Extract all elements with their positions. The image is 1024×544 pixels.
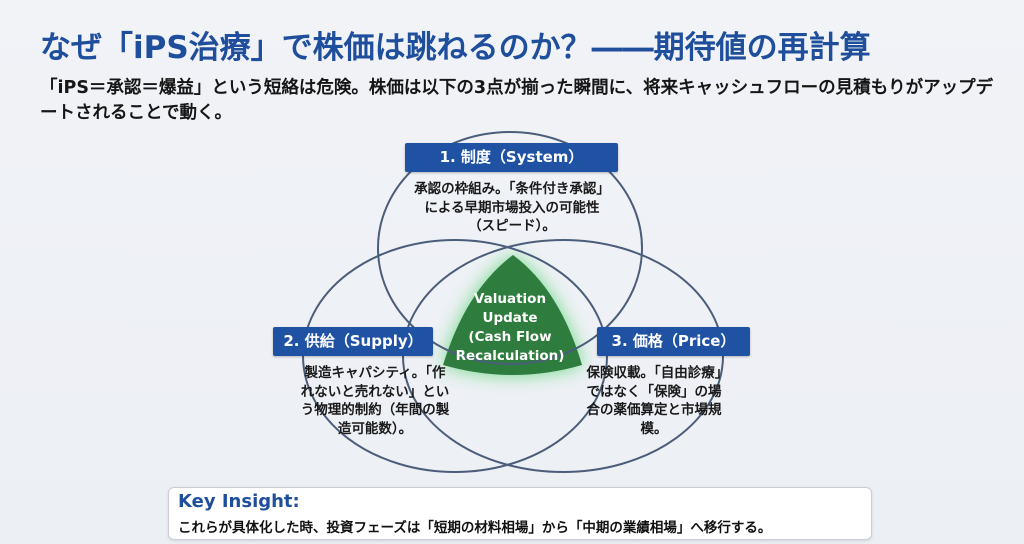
circle-price [402, 239, 724, 473]
desc-price: 保険収載。「自由診療」ではなく「保険」の場合の薬価算定と市場規模。 [586, 365, 722, 437]
circle-system [377, 131, 643, 365]
center-line-3: (Cash Flow [468, 329, 552, 345]
label-system: 1. 制度（System） [405, 143, 618, 172]
desc-system: 承認の枠組み。「条件付き承認」による早期市場投入の可能性（スピード）。 [414, 181, 610, 234]
label-supply: 2. 供給（Supply） [273, 327, 433, 356]
page-title: なぜ「iPS治療」で株価は跳ねるのか？――期待値の再計算 [40, 30, 871, 66]
center-line-2: Update [482, 310, 538, 326]
subtitle: 「iPS＝承認＝爆益」という短絡は危険。株価は以下の3点が揃った瞬間に、将来キャ… [40, 78, 994, 123]
center-line-4: Recalculation) [455, 348, 565, 364]
center-label: Valuation Update (Cash Flow Recalculatio… [445, 290, 575, 366]
key-insight-text: これらが具体化した時、投資フェーズは「短期の材料相場」から「中期の業績相場」へ移… [178, 520, 772, 536]
center-intersection [443, 255, 582, 375]
label-price: 3. 価格（Price） [597, 327, 750, 356]
circle-supply [302, 239, 608, 473]
key-insight-box: Key Insight: これらが具体化した時、投資フェーズは「短期の材料相場」… [168, 487, 872, 540]
desc-supply: 製造キャパシティ。「作れないと売れない」という物理的制約（年間の製造可能数）。 [300, 365, 450, 437]
center-line-1: Valuation [473, 291, 547, 307]
key-insight-heading: Key Insight: [178, 491, 300, 512]
